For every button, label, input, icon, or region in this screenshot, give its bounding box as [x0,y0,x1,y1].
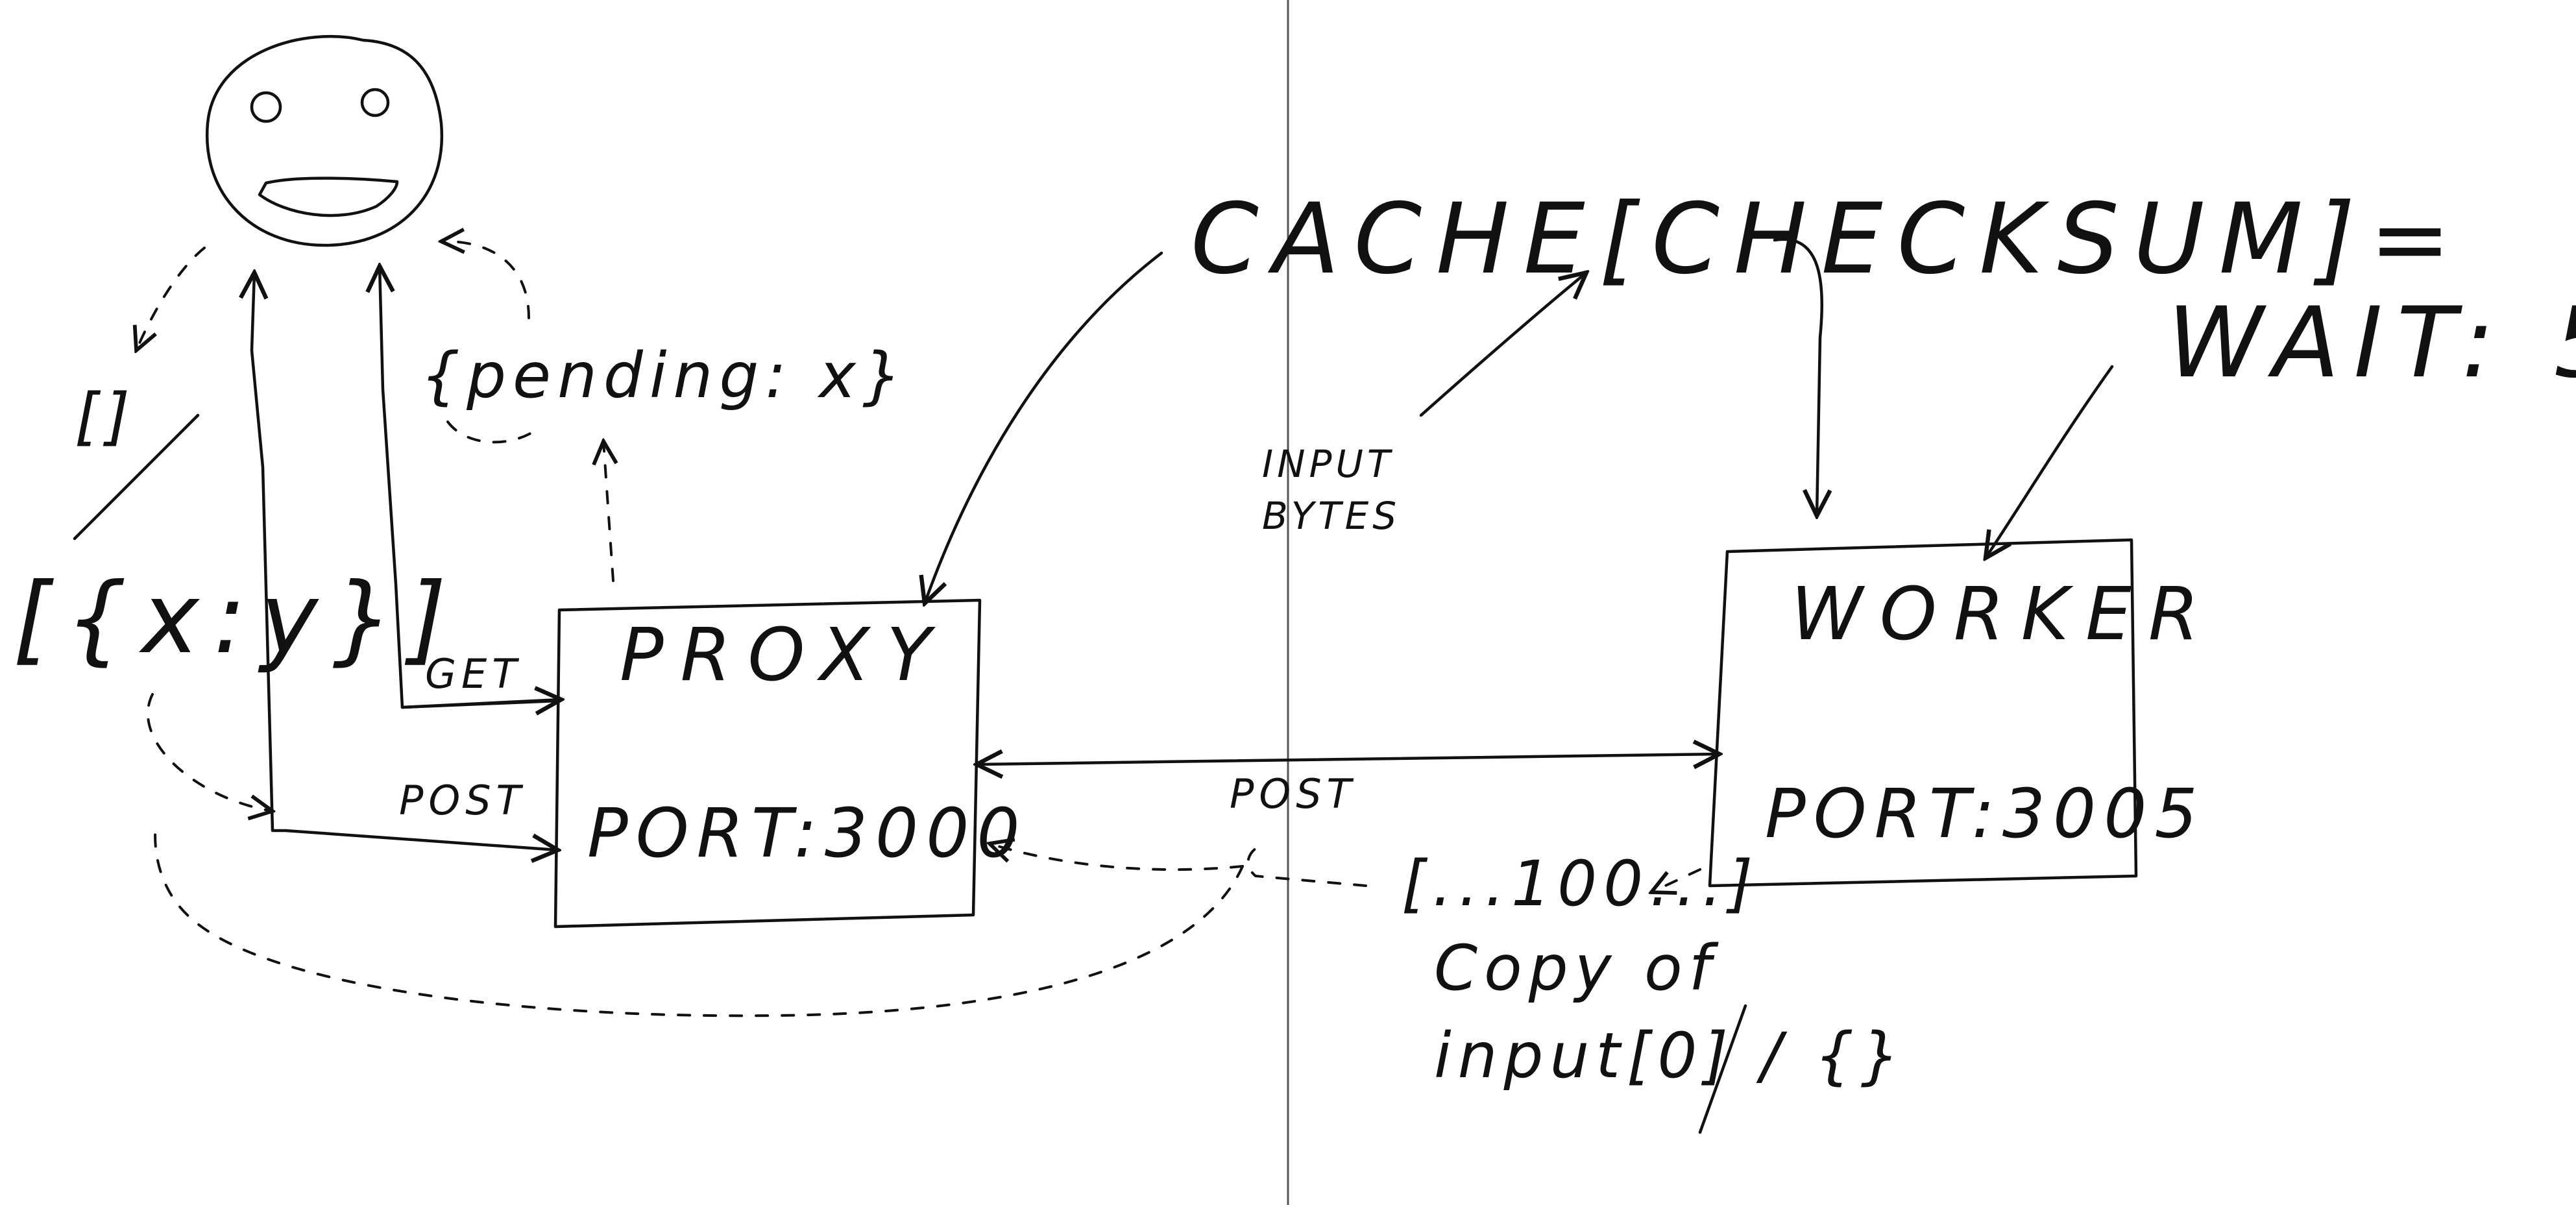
copy-label-line1: Copy of [1434,932,1719,1004]
range-return-dashed [1246,847,1367,887]
get-request-arrow [400,700,561,707]
get-label: GET [425,650,522,698]
cache-to-worker-arrow [1773,237,1822,516]
worker-box: WORKER PORT:3005 [1708,538,2216,888]
cache-to-proxy-arrow [925,251,1163,603]
empty-array-label: [] [75,380,136,453]
range-label: [...100...] [1402,847,1759,920]
post-label-left: POST [399,777,526,824]
proxy-title: PROXY [620,613,948,698]
proxy-worker-post-arrow [977,754,1719,764]
post-request-arrow [284,829,558,850]
wait-label: WAIT: 5s [2167,287,2576,400]
proxy-box: PROXY PORT:3000 [553,598,1028,929]
array-connector-line [73,413,200,541]
copy-separator-slash [1698,1004,1747,1134]
wait-to-worker-arrow [1986,365,2114,558]
copy-label-line2: input[0] / {} [1434,1019,1906,1092]
smiley-face-icon [205,34,444,247]
worker-port: PORT:3005 [1765,774,2205,853]
post-label-middle: POST [1230,770,1356,818]
cache-label: CACHE[CHECKSUM]= [1191,183,2465,296]
empty-array-dashed-arrow [136,247,206,350]
objects-array-label: [{x:y}] [13,563,461,676]
worker-title: WORKER [1791,572,2216,657]
pending-dashed-arrow [441,241,530,319]
pending-dashed-loop [446,420,540,444]
input-bytes-line1: INPUT [1262,442,1394,486]
range-to-proxy-dashed-arrow [990,844,1244,871]
range-to-user-dashed-curve [154,823,1244,1017]
input-bytes-to-checksum-arrow [1419,273,1586,417]
post-return-arrow [252,273,287,833]
objects-array-dashed-arrow [147,693,273,811]
proxy-to-pending-dashed-arrow [603,441,613,582]
proxy-port: PORT:3000 [587,794,1028,873]
pending-label: {pending: x} [420,339,908,412]
worker-to-range-dashed-arrow [1651,868,1701,892]
input-bytes-line2: BYTES [1262,494,1400,538]
